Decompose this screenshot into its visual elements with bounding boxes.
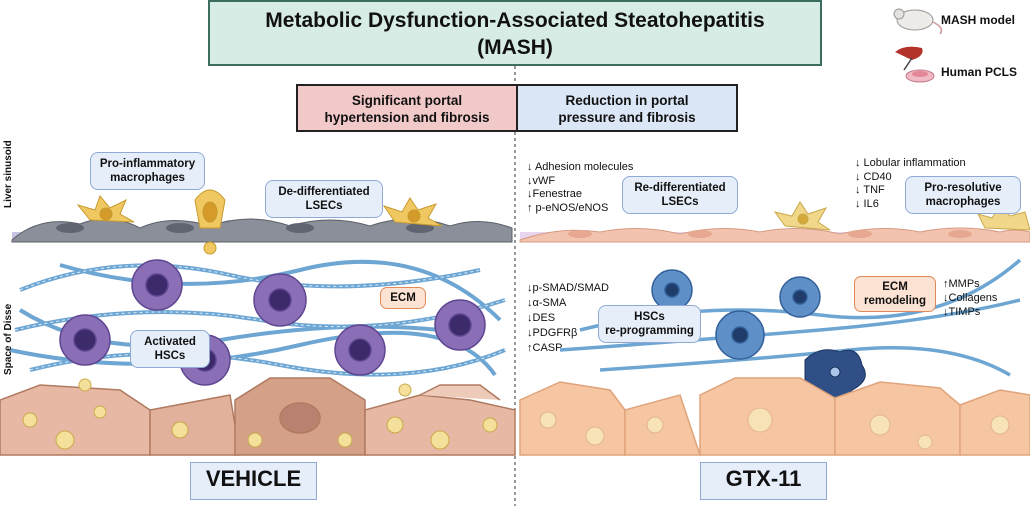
treated-hsc-label: HSCs re-programming [598, 305, 701, 343]
treated-macrophages-line-2: macrophages [925, 196, 1001, 208]
vehicle-hepatocytes [0, 377, 516, 456]
treated-lsec-layer [519, 227, 1030, 243]
ecm-marker-item: ↑MMPs [943, 278, 980, 290]
inflammation-marker-item: ↓ Lobular inflammation [855, 157, 966, 169]
vehicle-lsec-line-1: De-differentiated [278, 186, 370, 198]
vehicle-lsec-label: De-differentiated LSECs [265, 180, 383, 218]
vehicle-outcome-line-1: Significant portal [351, 93, 463, 108]
vehicle-macrophages [76, 189, 443, 255]
zone-label-sinusoid: Liver sinusoid [3, 140, 14, 208]
vehicle-lipid-droplets [22, 378, 498, 450]
title-line-2: (MASH) [477, 36, 553, 59]
treated-hscs [651, 269, 821, 360]
inflammation-marker-item: ↓ TNF [855, 184, 885, 196]
vehicle-ecm-label: ECM [380, 287, 426, 309]
vehicle-hsc-label: Activated HSCs [130, 330, 210, 368]
title-line-1: Metabolic Dysfunction-Associated Steatoh… [265, 9, 765, 32]
vehicle-macrophages-label: Pro-inflammatory macrophages [90, 152, 205, 190]
treated-lsec-markers: ↓ Adhesion molecules ↓vWF ↓Fenestrae ↑ p… [527, 161, 633, 215]
treated-outcome-line-2: pressure and fibrosis [558, 110, 696, 125]
vehicle-lsec-layer [11, 218, 513, 243]
legend-human-pcls: Human PCLS [941, 65, 1018, 79]
vehicle-macrophages-line-2: macrophages [110, 172, 185, 184]
lsec-marker-item: ↑ p-eNOS/eNOS [527, 201, 609, 214]
page-title: Metabolic Dysfunction-Associated Steatoh… [208, 0, 822, 66]
liver-slice-icon [895, 46, 935, 83]
inflammation-marker-item: ↓ IL6 [855, 197, 879, 210]
hsc-marker-item: ↓PDGFRβ [527, 327, 578, 339]
vehicle-macrophages-line-1: Pro-inflammatory [99, 158, 196, 170]
treated-condition-label: GTX-11 [700, 462, 827, 500]
treated-lsec-line-2: LSECs [661, 196, 699, 208]
treated-outcome-box: Reduction in portal pressure and fibrosi… [516, 84, 738, 132]
mouse-icon [893, 8, 943, 35]
hsc-marker-item: ↑CASP [527, 342, 563, 354]
legend-mash-model: MASH model [941, 13, 1016, 27]
treated-hsc-line-1: HSCs [634, 311, 665, 323]
hsc-marker-item: ↓p-SMAD/SMAD [527, 282, 609, 294]
inflammation-marker-item: ↓ CD40 [855, 170, 892, 183]
treated-ecm-label: ECM remodeling [854, 276, 936, 312]
vehicle-lsec-line-2: LSECs [305, 200, 343, 212]
lsec-marker-item: ↓Fenestrae [527, 188, 583, 200]
treated-ecm-line-2: remodeling [864, 295, 926, 307]
treated-hsc-markers: ↓p-SMAD/SMAD ↓α-SMA ↓DES ↓PDGFRβ ↑CASP [527, 281, 609, 356]
treated-ecm-line-1: ECM [882, 281, 908, 293]
lsec-marker-item: ↓vWF [527, 174, 556, 187]
hsc-marker-item: ↓DES [527, 312, 556, 324]
treated-macrophages-line-1: Pro-resolutive [924, 182, 1002, 194]
vehicle-hsc-line-2: HSCs [154, 350, 186, 362]
treated-lipid-droplets [539, 407, 1010, 450]
treated-lsec-line-1: Re-differentiated [634, 182, 726, 194]
zone-label-disse: Space of Disse [3, 303, 14, 375]
vehicle-outcome-line-2: hypertension and fibrosis [324, 110, 490, 125]
ecm-marker-item: ↓Collagens [943, 292, 998, 304]
treated-inflammation-markers: ↓ Lobular inflammation ↓ CD40 ↓ TNF ↓ IL… [855, 157, 966, 211]
treated-hsc-line-2: re-programming [605, 325, 694, 337]
vehicle-condition-label: VEHICLE [190, 462, 317, 500]
ecm-marker-item: ↓TIMPs [943, 306, 981, 318]
hsc-marker-item: ↓α-SMA [527, 297, 567, 309]
lsec-marker-item: ↓ Adhesion molecules [527, 161, 634, 173]
vehicle-hsc-line-1: Activated [144, 336, 196, 348]
vehicle-outcome-box: Significant portal hypertension and fibr… [296, 84, 516, 132]
treated-macrophages-label: Pro-resolutive macrophages [905, 176, 1021, 214]
treated-outcome-line-1: Reduction in portal [565, 93, 689, 108]
treated-ecm-markers: ↑MMPs ↓Collagens ↓TIMPs [943, 277, 997, 319]
treated-lsec-label: Re-differentiated LSECs [622, 176, 738, 214]
treated-macrophages [773, 201, 1030, 231]
